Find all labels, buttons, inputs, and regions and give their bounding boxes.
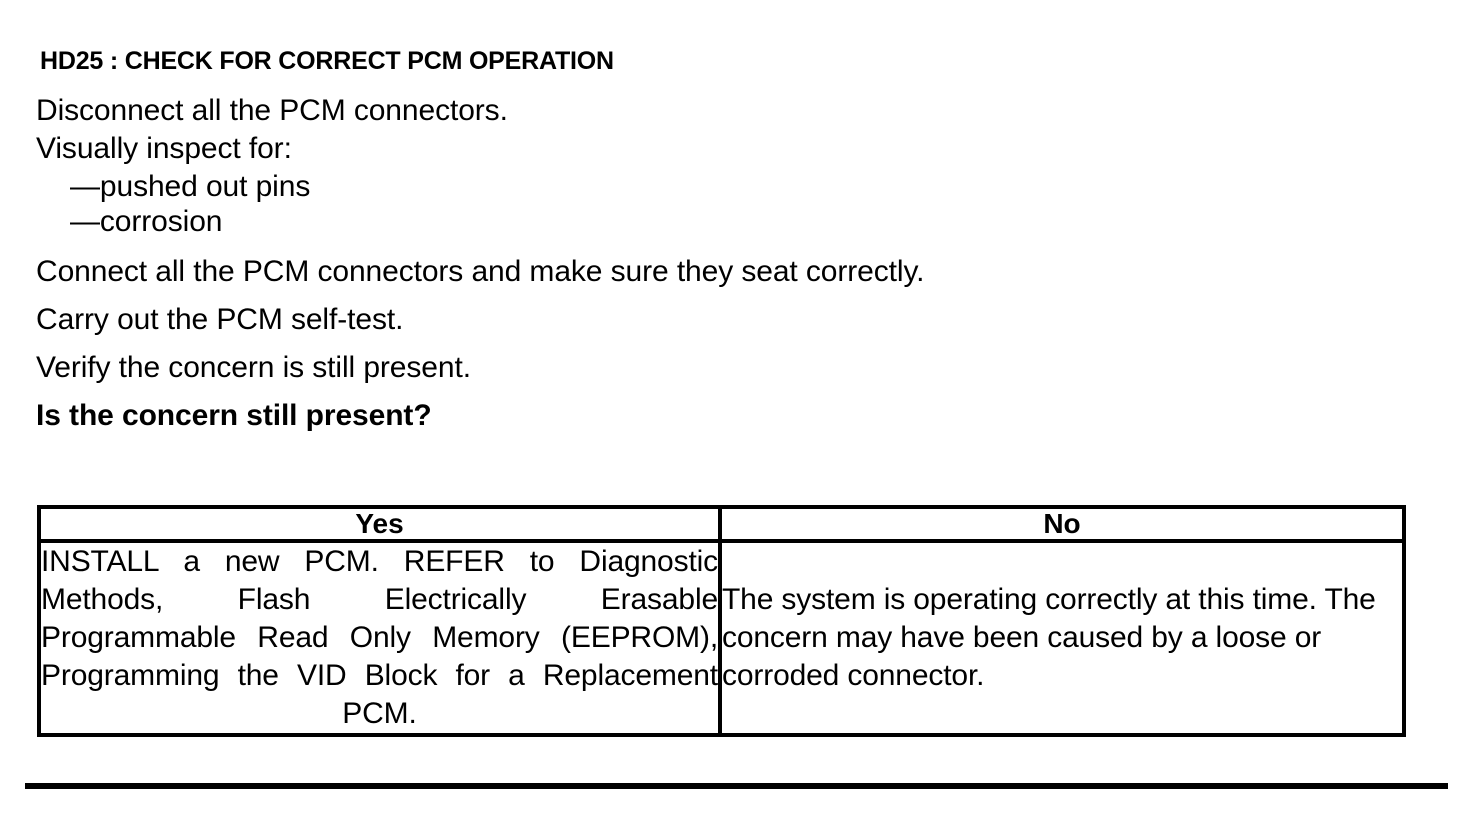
table-cell-no-action: The system is operating correctly at thi…	[718, 539, 1406, 737]
table-header-no: No	[718, 505, 1406, 543]
decision-table: Yes No INSTALL a new PCM. REFER to Diagn…	[37, 505, 1406, 737]
table-header-yes: Yes	[37, 505, 722, 543]
footer-divider	[25, 783, 1448, 789]
step-bullet-pushed-out-pins: —pushed out pins	[70, 170, 311, 203]
page-title: HD25 : CHECK FOR CORRECT PCM OPERATION	[40, 47, 614, 75]
step-line-self-test: Carry out the PCM self-test.	[36, 303, 404, 336]
table-header-row: Yes No	[37, 505, 1406, 543]
decision-question: Is the concern still present?	[36, 399, 432, 432]
step-bullet-corrosion: —corrosion	[70, 205, 223, 238]
table-cell-yes-action: INSTALL a new PCM. REFER to Diagnostic M…	[37, 539, 722, 737]
step-line-connect: Connect all the PCM connectors and make …	[36, 255, 925, 288]
table-row: INSTALL a new PCM. REFER to Diagnostic M…	[37, 539, 1406, 737]
step-line-verify: Verify the concern is still present.	[36, 351, 471, 384]
procedure-steps: Disconnect all the PCM connectors. Visua…	[36, 95, 1416, 448]
step-line-visually-inspect: Visually inspect for:	[36, 132, 292, 165]
step-line-disconnect: Disconnect all the PCM connectors.	[36, 94, 508, 127]
